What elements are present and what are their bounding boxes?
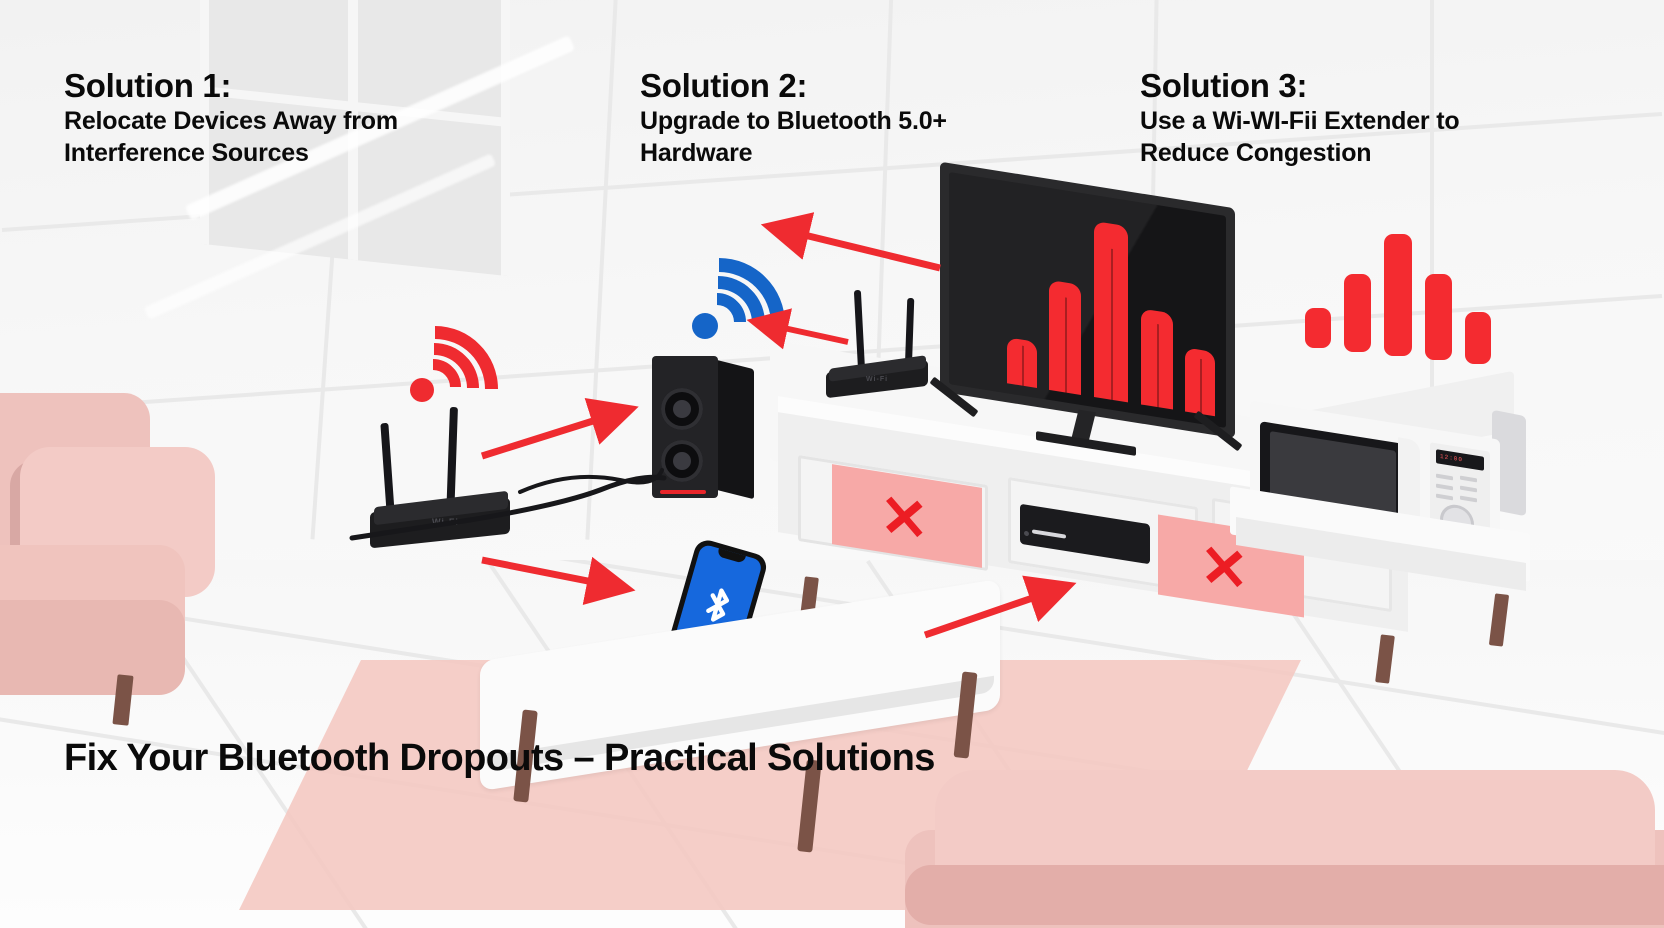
heading-solution-2: Solution 2: Upgrade to Bluetooth 5.0+ Ha… xyxy=(640,67,1020,170)
signal-bar xyxy=(1465,312,1491,364)
x-icon: ✕ xyxy=(880,482,929,555)
router-left: Wi-Fi xyxy=(360,405,560,549)
solution-3-number: Solution 3: xyxy=(1140,67,1308,104)
solution-2-number: Solution 2: xyxy=(640,67,808,104)
tv-signal-bar xyxy=(1049,279,1081,395)
smartphone xyxy=(664,537,770,675)
solution-3-body: Use a Wi-WI-Fii Extender to Reduce Conge… xyxy=(1140,106,1460,168)
tv-signal-bar xyxy=(1185,347,1215,417)
side-table xyxy=(1230,486,1540,660)
wifi-icon xyxy=(345,299,525,479)
wifi-icon xyxy=(625,230,813,418)
router-logo: Wi-Fi xyxy=(432,517,459,527)
heading-solution-1: Solution 1: Relocate Devices Away from I… xyxy=(64,67,484,170)
router-logo: Wi-Fi xyxy=(866,376,889,383)
bluetooth-icon xyxy=(706,588,730,622)
signal-bar xyxy=(1344,274,1371,352)
tv-signal-bar xyxy=(1007,337,1037,389)
solution-2-body: Upgrade to Bluetooth 5.0+ Hardware xyxy=(640,106,947,168)
sofa-left xyxy=(0,385,320,726)
solution-1-number: Solution 1: xyxy=(64,67,232,104)
signal-strength-bars xyxy=(1305,230,1495,364)
tv-signal-bar xyxy=(1141,308,1173,410)
microwave-time: 12:00 xyxy=(1440,452,1464,464)
tv-signal-bar xyxy=(1094,221,1128,403)
heading-solution-3: Solution 3: Use a Wi-WI-Fii Extender to … xyxy=(1140,67,1500,170)
router-console: Wi-Fi xyxy=(818,289,948,410)
signal-bar xyxy=(1425,274,1452,360)
television xyxy=(929,161,1250,475)
page-title: Fix Your Bluetooth Dropouts – Practical … xyxy=(64,737,935,779)
sofa-bottom-right xyxy=(905,770,1664,928)
signal-bar xyxy=(1384,234,1412,356)
signal-bar xyxy=(1305,308,1331,348)
solution-1-body: Relocate Devices Away from Interference … xyxy=(64,106,398,168)
speaker xyxy=(652,356,762,506)
